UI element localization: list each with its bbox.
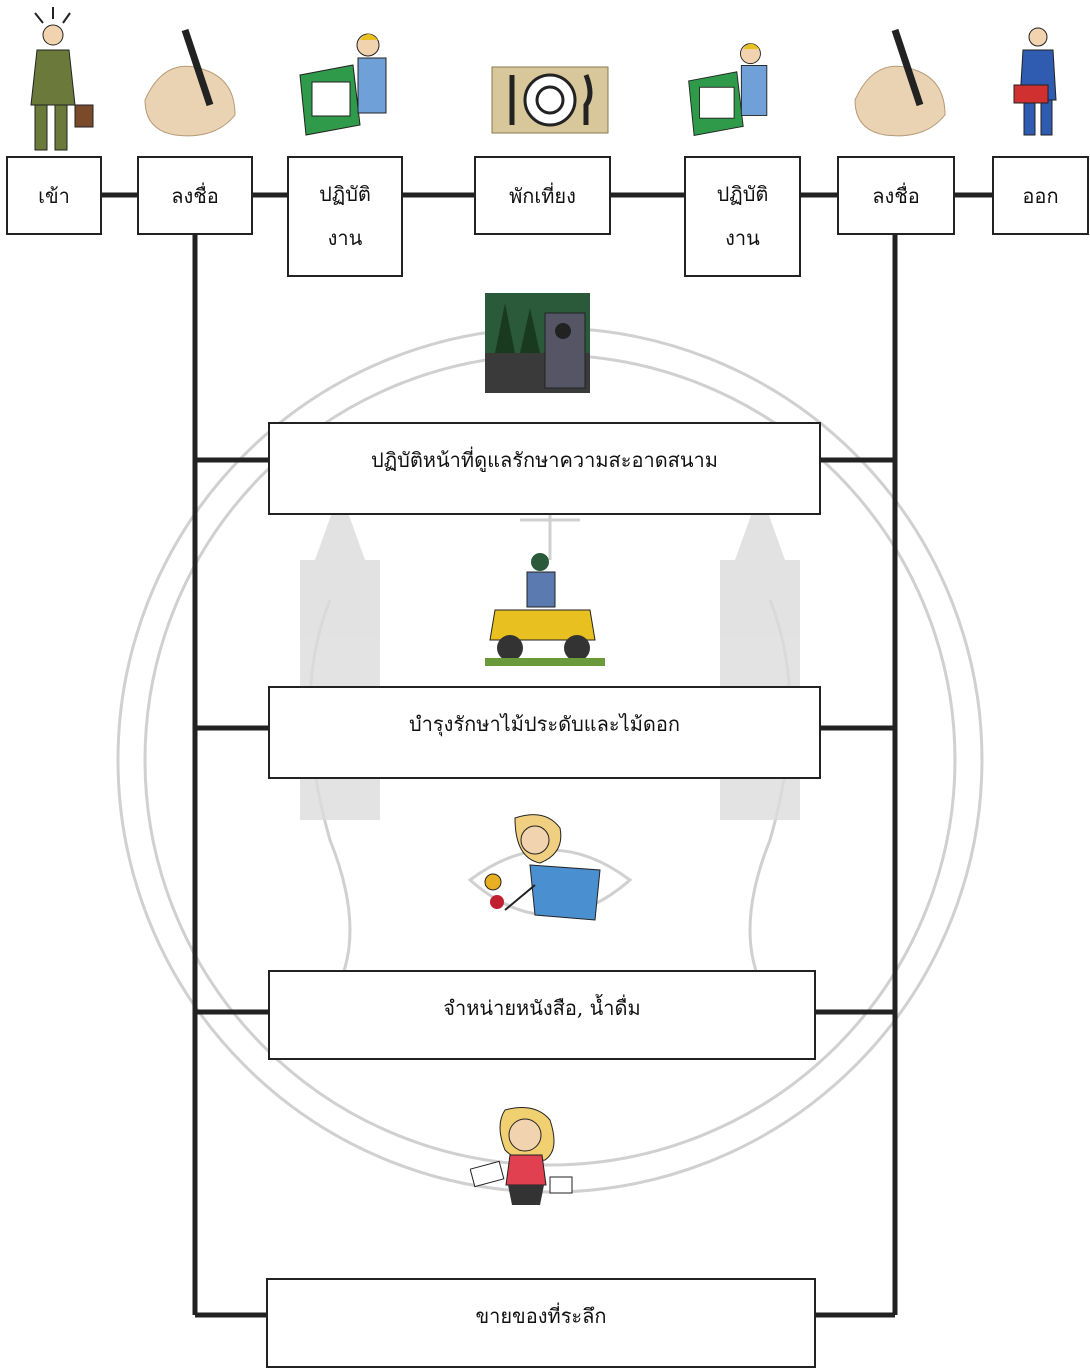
- step-label: พักเที่ยง: [509, 183, 576, 208]
- step-lunch: พักเที่ยง: [474, 156, 611, 235]
- step-sign-in: ลงชื่อ: [137, 156, 253, 235]
- signing-hand-icon: [144, 28, 236, 137]
- step-label: ปฏิบัติ: [716, 182, 769, 206]
- lawn-mower-icon: [485, 553, 605, 666]
- businessman-leaving-icon: [1013, 27, 1057, 136]
- task-maintain-plants: บำรุงรักษาไม้ประดับและไม้ดอก: [268, 686, 821, 779]
- dinner-plate-icon: [491, 66, 609, 134]
- step-enter: เข้า: [6, 156, 102, 235]
- step-work-pm: ปฏิบัติ งาน: [684, 156, 801, 277]
- task-sell-books-water: จำหน่ายหนังสือ, น้ำดื่ม: [268, 970, 816, 1060]
- task-label: ขายของที่ระลึก: [475, 1304, 607, 1328]
- step-label: ลงชื่อ: [171, 183, 219, 208]
- drafting-worker-icon-pm: [688, 43, 768, 136]
- surveyor-icon: [485, 293, 590, 393]
- step-exit: ออก: [992, 156, 1089, 235]
- step-label-line2: งาน: [327, 226, 363, 250]
- step-label: เข้า: [38, 183, 70, 208]
- gardener-icon: [484, 814, 601, 921]
- task-sell-souvenirs: ขายของที่ระลึก: [266, 1278, 816, 1368]
- task-clean-field: ปฏิบัติหน้าที่ดูแลรักษาความสะอาดสนาม: [268, 422, 821, 515]
- businessman-icon: [30, 7, 94, 151]
- drafting-worker-icon: [299, 33, 387, 136]
- signing-hand-icon-out: [854, 28, 946, 137]
- saleswoman-icon: [470, 1107, 573, 1205]
- task-label: จำหน่ายหนังสือ, น้ำดื่ม: [443, 996, 641, 1020]
- step-work-am: ปฏิบัติ งาน: [287, 156, 403, 277]
- step-label: ออก: [1022, 183, 1059, 208]
- step-label: ลงชื่อ: [872, 183, 920, 208]
- step-label-line2: งาน: [725, 226, 760, 250]
- task-label: ปฏิบัติหน้าที่ดูแลรักษาความสะอาดสนาม: [371, 448, 718, 472]
- task-label: บำรุงรักษาไม้ประดับและไม้ดอก: [408, 712, 681, 736]
- step-label: ปฏิบัติ: [319, 182, 371, 206]
- step-sign-out: ลงชื่อ: [837, 156, 955, 235]
